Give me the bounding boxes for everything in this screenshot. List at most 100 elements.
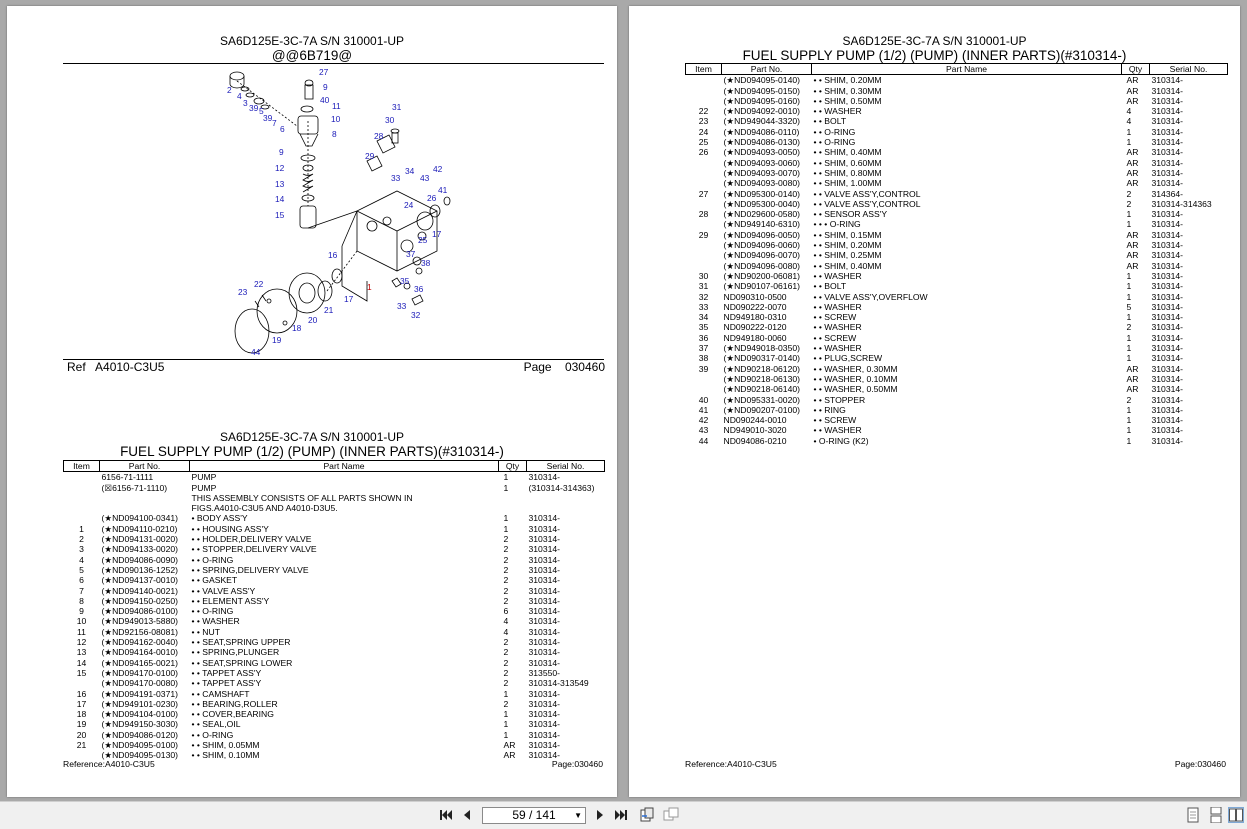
table-title: SA6D125E-3C-7A S/N 310001-UP	[219, 430, 405, 444]
cell-part-name: • • WASHER	[813, 270, 862, 281]
cell-serial: 310314-	[528, 637, 561, 648]
cell-item	[64, 513, 100, 523]
cell-item: 5	[79, 564, 84, 575]
cell-part-name: • • BOLT	[813, 281, 847, 292]
header-serial: Serial No.	[1149, 62, 1228, 76]
cell-part-no: (★ND094095-0140)	[723, 75, 801, 86]
single-page-view-button[interactable]	[1185, 807, 1201, 823]
diagram-callouts: 27 2 4 9 3 39 5 39 7 6 40 11 10 8 31 30 …	[227, 67, 448, 357]
cell-qty: 1	[1126, 209, 1132, 220]
cell-serial	[527, 503, 605, 513]
next-page-button[interactable]	[592, 807, 608, 823]
cell-qty: 1	[1126, 404, 1132, 415]
cell-item: 30	[698, 270, 709, 281]
cell-item: 7	[79, 585, 84, 596]
left-page: SA6D125E-3C-7A S/N 310001-UP @@6B719@	[7, 6, 617, 797]
cell-part-name: • • SHIM, 0.50MM	[813, 95, 882, 106]
cell-item	[686, 219, 722, 229]
last-page-button[interactable]	[613, 807, 629, 823]
cell-part-no: ND949180-0310	[723, 312, 787, 323]
footer-reference: Reference:A4010-C3U5	[63, 759, 155, 769]
two-page-view-button[interactable]	[1228, 807, 1244, 823]
diagram-subtitle: @@6B719@	[271, 48, 353, 63]
cell-part-no: ND949180-0060	[723, 332, 787, 343]
cell-part-name: • • SCREW	[813, 415, 857, 426]
rotate-button[interactable]	[639, 807, 655, 823]
cell-qty: 1	[1126, 312, 1132, 323]
cell-item: 10	[76, 616, 87, 627]
cell-qty: AR	[1126, 85, 1139, 96]
cell-part-name: • • SHIM, 0.25MM	[813, 250, 882, 261]
cell-part-name: • • WASHER	[813, 106, 862, 117]
cell-part-name: • • SHIM, 0.10MM	[191, 750, 260, 761]
navigation-toolbar: 59 / 141 ▼	[0, 801, 1247, 829]
callout-label: 15	[275, 210, 285, 220]
cell-item	[686, 168, 722, 178]
continuous-icon	[1210, 807, 1222, 823]
cell-part-name: • • RING	[813, 404, 846, 415]
cell-serial: 310314-	[1151, 209, 1184, 220]
cell-qty: AR	[1126, 260, 1139, 271]
callout-label: 31	[392, 102, 402, 112]
cell-qty: AR	[1126, 157, 1139, 168]
cell-part-no: ND090222-0120	[723, 322, 787, 333]
cell-part-name: • • VALVE ASS'Y,OVERFLOW	[813, 291, 928, 302]
table-row: 3(★ND094133-0020)• • STOPPER,DELIVERY VA…	[64, 544, 605, 554]
single-page-icon	[1187, 807, 1199, 823]
page-number-input[interactable]: 59 / 141 ▼	[482, 807, 586, 824]
cell-serial: 310314-	[1151, 301, 1184, 312]
cell-part-name: FIGS.A4010-C3U5 AND A4010-D3U5.	[191, 503, 338, 514]
cell-item: 2	[79, 534, 84, 545]
cell-part-no: ND090244-0010	[723, 415, 787, 426]
cell-part-no: (★ND094086-0090)	[101, 554, 179, 565]
cell-serial: 310314-	[1151, 219, 1184, 230]
cell-qty: 4	[503, 616, 509, 627]
cell-item: 38	[698, 353, 709, 364]
first-page-button[interactable]	[438, 807, 454, 823]
cell-part-name: • BODY ASS'Y	[191, 513, 248, 524]
cell-item: 18	[76, 709, 87, 720]
cell-part-name: • • TAPPET ASS'Y	[191, 667, 262, 678]
chevron-down-icon[interactable]: ▼	[574, 811, 582, 820]
cell-serial: 310314-	[528, 523, 561, 534]
cell-item: 28	[698, 209, 709, 220]
cell-qty: 1	[503, 482, 509, 493]
footer-page: Page:030460	[1174, 759, 1226, 769]
cell-qty: AR	[1126, 240, 1139, 251]
cell-part-no: (★ND090207-0100)	[723, 404, 801, 415]
cell-serial: 310314-	[528, 647, 561, 658]
divider	[63, 359, 604, 360]
cell-qty: 5	[1126, 301, 1132, 312]
cell-serial: 310314-	[528, 729, 561, 740]
cell-part-no: (★ND094096-0070)	[723, 250, 801, 261]
cell-part-no: (★ND094100-0341)	[101, 513, 179, 524]
cell-qty: 4	[1126, 116, 1132, 127]
callout-label: 19	[272, 335, 282, 345]
cell-serial: 310314-	[1151, 291, 1184, 302]
callout-label: 27	[319, 67, 329, 77]
rotate-icon	[640, 807, 654, 822]
cell-part-name: • • SPRING,PLUNGER	[191, 647, 280, 658]
continuous-view-button[interactable]	[1208, 807, 1224, 823]
prev-page-button[interactable]	[459, 807, 475, 823]
callout-label: 34	[405, 166, 415, 176]
cell-serial: 310314-	[528, 698, 561, 709]
cell-serial: 310314-	[528, 709, 561, 720]
cell-qty: 2	[503, 595, 509, 606]
cell-part-no: (★ND949044-3320)	[723, 116, 801, 127]
cell-part-no: (★ND094165-0021)	[101, 657, 179, 668]
fit-page-button[interactable]	[663, 807, 679, 823]
cell-part-name: • • VALVE ASS'Y,CONTROL	[813, 198, 921, 209]
table-row: THIS ASSEMBLY CONSISTS OF ALL PARTS SHOW…	[64, 493, 605, 503]
cell-part-name: • • SHIM, 0.20MM	[813, 240, 882, 251]
